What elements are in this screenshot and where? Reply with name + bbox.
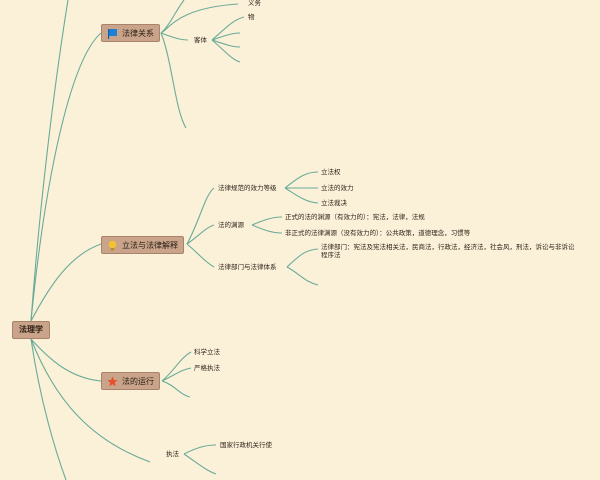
node-state-admin[interactable]: 国家行政机关行使 xyxy=(220,441,272,449)
node-effect-hierarchy[interactable]: 法律规范的效力等级 xyxy=(218,184,277,192)
branch-label: 法律关系 xyxy=(122,29,154,38)
root-node[interactable]: 法理学 xyxy=(12,321,50,339)
flag-icon xyxy=(108,29,117,39)
branch-label: 立法与法律解释 xyxy=(122,241,178,250)
branch-label: 法的运行 xyxy=(122,377,154,386)
node-strict-enforcement[interactable]: 严格执法 xyxy=(194,364,220,372)
node-legislative-power[interactable]: 立法权 xyxy=(321,168,341,176)
connector-root-legislation xyxy=(30,243,102,322)
node-enforcement[interactable]: 执法 xyxy=(166,450,179,458)
node-thing[interactable]: 物 xyxy=(248,13,255,21)
branch-operation[interactable]: 法的运行 xyxy=(101,372,160,390)
star-icon xyxy=(107,376,118,387)
node-departments-detail[interactable]: 法律部门：宪法及宪法相关法，民商法，行政法，经济法，社会风，刑法，诉讼与非诉讼程… xyxy=(321,243,575,259)
branch-legislation[interactable]: 立法与法律解释 xyxy=(101,236,184,254)
trunk-bottom xyxy=(30,338,67,480)
connector-root-legal xyxy=(30,32,102,322)
bulb-icon xyxy=(108,240,117,251)
node-legislative-effect[interactable]: 立法的效力 xyxy=(321,184,354,192)
node-formal-source[interactable]: 正式的法的渊源（有效力的）：宪法，法律，法规 xyxy=(285,213,425,221)
trunk-top xyxy=(30,0,69,322)
node-scientific-legislation[interactable]: 科学立法 xyxy=(194,348,220,356)
connector-root-operation xyxy=(30,338,102,382)
node-sources[interactable]: 法的渊源 xyxy=(218,221,244,229)
node-departments[interactable]: 法律部门与法律体系 xyxy=(218,263,277,271)
node-obligation[interactable]: 义务 xyxy=(248,0,261,7)
node-informal-source[interactable]: 非正式的法律渊源（没有效力的）：公共政策，道德理念，习惯等 xyxy=(285,229,471,237)
connector-root-enforcement xyxy=(30,338,151,463)
node-legislative-ruling[interactable]: 立法裁决 xyxy=(321,199,347,207)
node-object[interactable]: 客体 xyxy=(194,36,207,44)
branch-legal-relation[interactable]: 法律关系 xyxy=(101,24,160,42)
